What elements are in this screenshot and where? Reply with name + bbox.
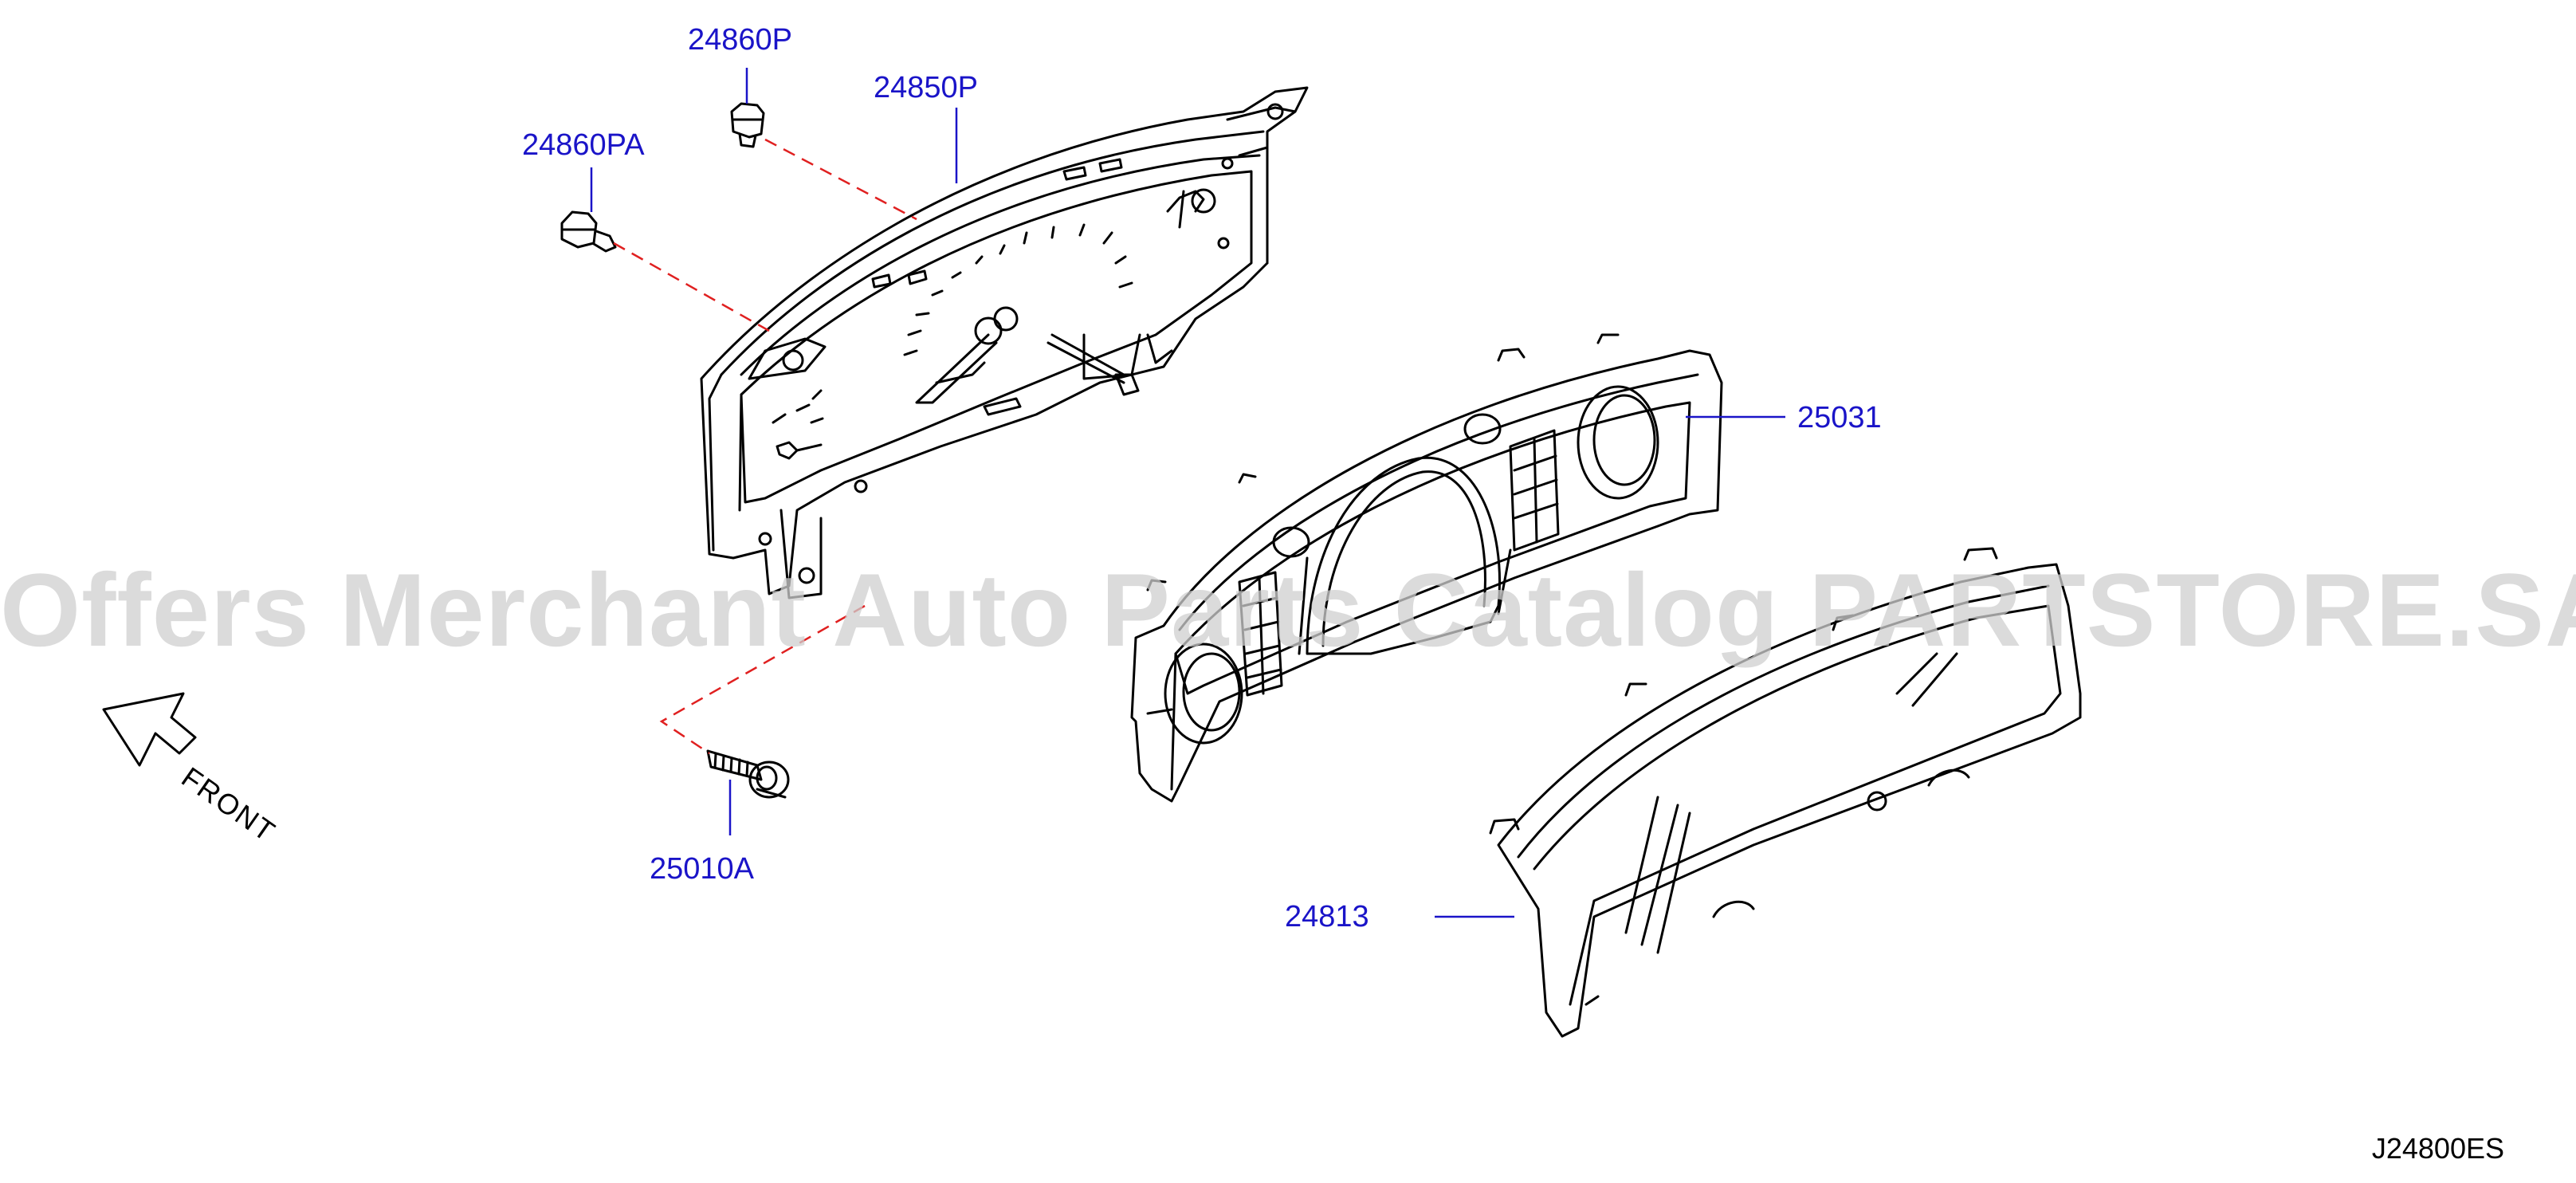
callout-25031[interactable]: 25031: [1797, 401, 1882, 434]
callout-24860p[interactable]: 24860P: [688, 23, 793, 57]
bulb-24860pa[interactable]: [560, 210, 617, 253]
callout-24860pa[interactable]: 24860PA: [522, 128, 645, 162]
dashed-line-24860p: [764, 138, 917, 221]
callout-25010a[interactable]: 25010A: [650, 852, 755, 886]
dashed-line-24860pa: [613, 242, 770, 332]
dashed-line-25010a: [659, 604, 866, 755]
bulb-24860p[interactable]: [730, 102, 765, 148]
callout-24850p[interactable]: 24850P: [874, 71, 979, 104]
cluster-glass-24813[interactable]: [1489, 547, 2082, 1038]
screw-25010a[interactable]: [706, 749, 790, 799]
diagram-id: J24800ES: [2371, 1132, 2504, 1165]
cluster-lid-25031[interactable]: [1130, 333, 1723, 803]
front-arrow-icon: [102, 692, 197, 767]
callout-24813[interactable]: 24813: [1285, 900, 1369, 933]
meter-unit-24850p[interactable]: [700, 86, 1309, 599]
